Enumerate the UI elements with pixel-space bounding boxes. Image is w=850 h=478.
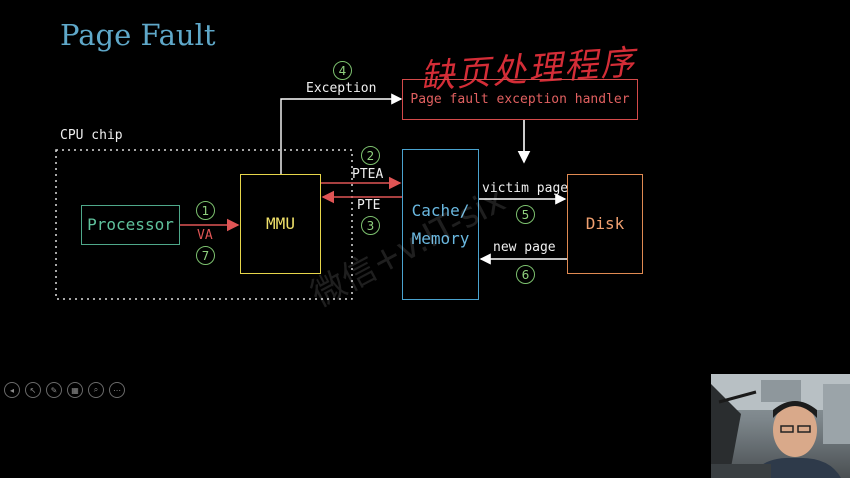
exception-arrow [280, 93, 403, 174]
step-1: 1 [196, 201, 215, 220]
ptea-label: PTEA [352, 167, 384, 182]
cache-label: Cache/ [411, 200, 470, 220]
disk-label: Disk [585, 214, 625, 233]
processor-box: Processor [81, 205, 180, 245]
memory-label: Memory [411, 228, 470, 248]
pte-label: PTE [357, 198, 381, 213]
step-3: 3 [361, 216, 380, 235]
step-4: 4 [333, 61, 352, 80]
victim-page-label: victim page [482, 181, 569, 196]
step-5: 5 [516, 205, 535, 224]
page-title: Page Fault [60, 18, 216, 52]
disk-box: Disk [567, 174, 643, 274]
new-page-label: new page [493, 240, 556, 255]
mmu-box: MMU [240, 174, 321, 274]
cpu-chip-label: CPU chip [60, 128, 123, 143]
more-icon[interactable]: ⋯ [109, 382, 125, 398]
presenter-video-icon [711, 374, 850, 478]
pointer-icon[interactable]: ↖ [25, 382, 41, 398]
step-2: 2 [361, 146, 380, 165]
presenter-webcam [711, 374, 850, 478]
processor-label: Processor [87, 215, 174, 234]
step-6: 6 [516, 265, 535, 284]
slides-icon[interactable]: ▦ [67, 382, 83, 398]
handler-label: Page fault exception handler [410, 91, 630, 107]
zoom-icon[interactable]: ⌕ [88, 382, 104, 398]
cache-memory-box: Cache/ Memory [402, 149, 479, 300]
pen-icon[interactable]: ✎ [46, 382, 62, 398]
exception-label: Exception [306, 81, 377, 96]
back-icon[interactable]: ◂ [4, 382, 20, 398]
page-fault-handler-box: Page fault exception handler [402, 79, 638, 120]
mmu-label: MMU [266, 214, 295, 233]
va-label: VA [197, 228, 213, 243]
step-7: 7 [196, 246, 215, 265]
presentation-toolbar: ◂ ↖ ✎ ▦ ⌕ ⋯ [4, 382, 125, 398]
